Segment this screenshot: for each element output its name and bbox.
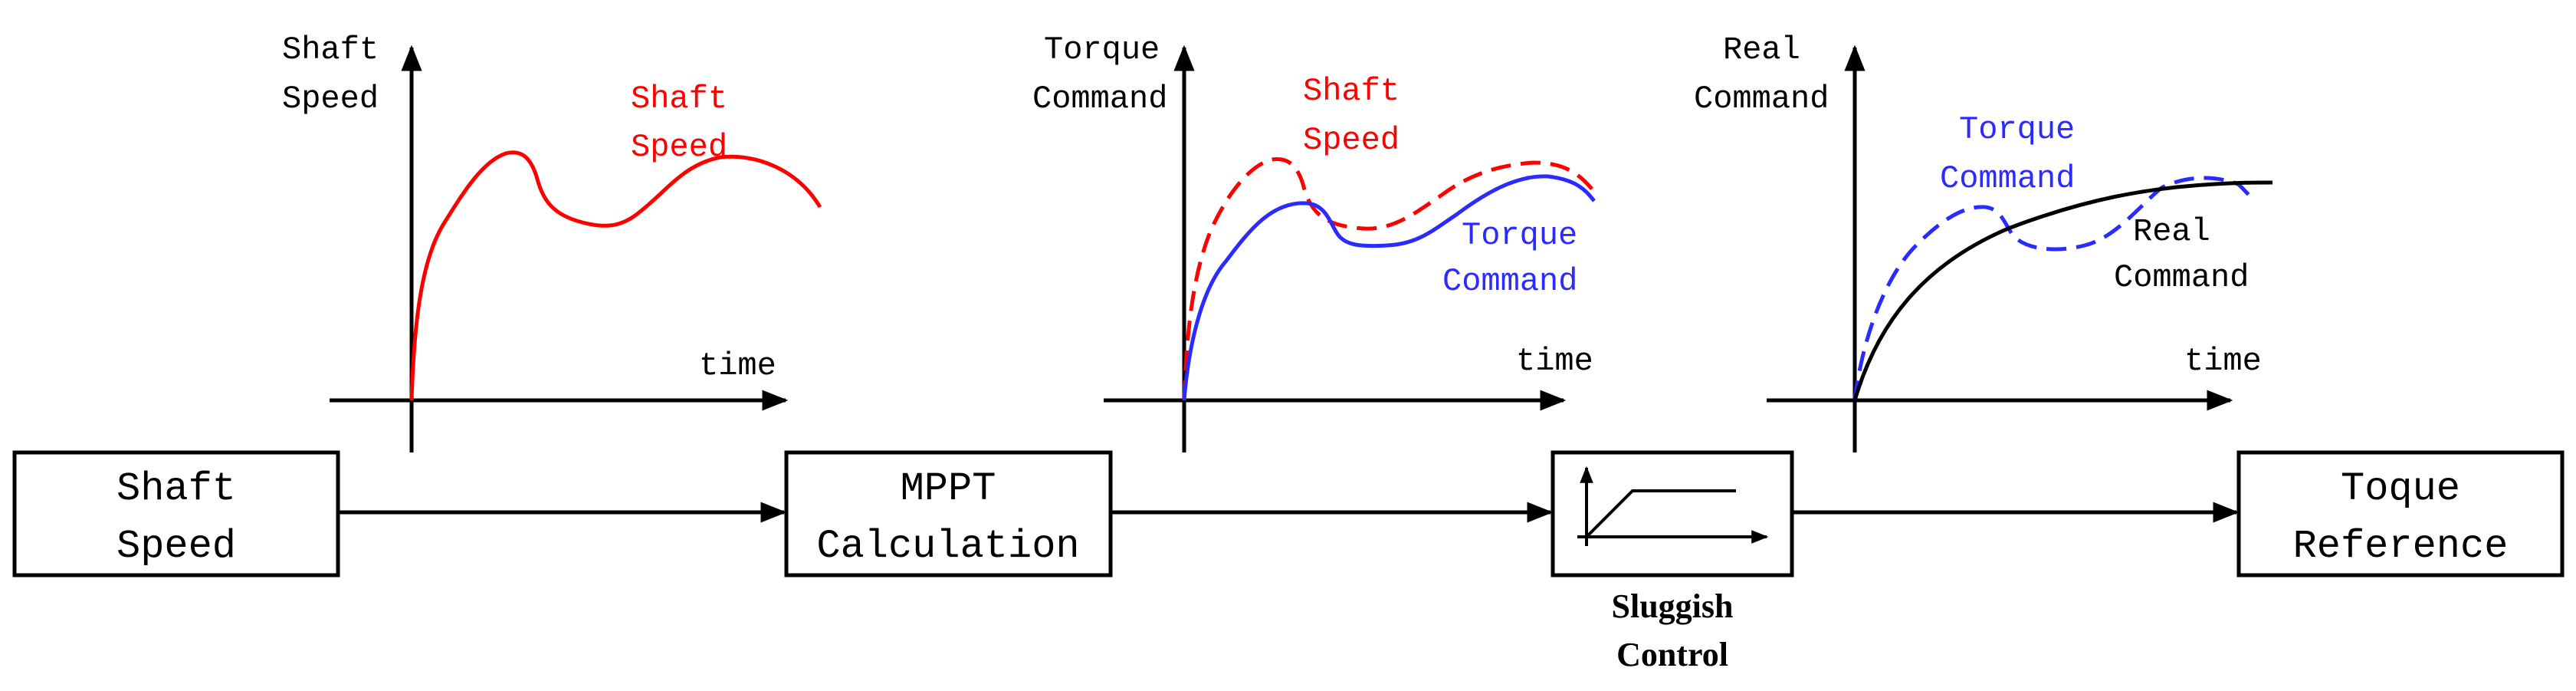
real-plot-y-label-line1: Real [1723, 31, 1800, 68]
shaft-speed-block-line2: Speed [116, 524, 236, 569]
real-plot-y-label-line2: Command [1694, 81, 1829, 117]
torque-reference-block [2236, 450, 2565, 577]
sluggish-control-block [1551, 450, 1794, 577]
sluggish-control-caption-line2: Control [1616, 636, 1728, 673]
torque-command-label-line1: Torque [1462, 217, 1577, 254]
real-command-plot: Real Command time Torque Command Real Co… [1694, 31, 2273, 452]
shaft-plot-y-label-line1: Shaft [282, 31, 379, 68]
torque-command-dashed-curve [1852, 176, 2251, 401]
block-diagram: Shaft Speed MPPT Calculation Sluggish Co… [12, 450, 2565, 673]
torque-shaft-label-line2: Speed [1303, 122, 1400, 159]
real-command-curve [1852, 180, 2273, 401]
sluggish-control-caption-line1: Sluggish [1612, 587, 1734, 625]
real-command-label-line2: Command [2114, 259, 2249, 296]
real-plot-x-label: time [2184, 343, 2262, 380]
torque-command-plot: Torque Command time Shaft Speed Torque C… [1032, 31, 1596, 452]
shaft-speed-block [12, 450, 340, 577]
torque-reference-block-line1: Toque [2341, 466, 2460, 512]
torque-command-curve [1182, 174, 1596, 401]
ramp-limiter-icon [1577, 466, 1769, 546]
real-torque-label-line1: Torque [1959, 111, 2075, 148]
torque-plot-y-label-line2: Command [1032, 81, 1167, 117]
shaft-speed-dashed-curve [1182, 156, 1596, 401]
torque-reference-block-line2: Reference [2293, 524, 2509, 569]
torque-shaft-label-line1: Shaft [1303, 73, 1400, 110]
shaft-plot-x-label: time [699, 347, 776, 384]
torque-plot-y-label-line1: Torque [1044, 31, 1160, 68]
shaft-speed-plot: Shaft Speed time Shaft Speed [282, 31, 822, 452]
mppt-block [784, 450, 1113, 577]
real-command-label-line1: Real [2133, 213, 2210, 250]
shaft-curve-label-line2: Speed [631, 129, 727, 166]
mppt-block-line1: MPPT [901, 466, 996, 512]
shaft-speed-block-line1: Shaft [116, 466, 236, 512]
shaft-speed-curve [409, 150, 822, 401]
real-torque-label-line2: Command [1940, 160, 2075, 197]
torque-plot-x-label: time [1516, 343, 1593, 380]
shaft-curve-label-line1: Shaft [631, 81, 727, 117]
shaft-plot-y-label-line2: Speed [282, 81, 379, 117]
mppt-block-line2: Calculation [816, 524, 1079, 569]
torque-command-label-line2: Command [1442, 263, 1577, 300]
